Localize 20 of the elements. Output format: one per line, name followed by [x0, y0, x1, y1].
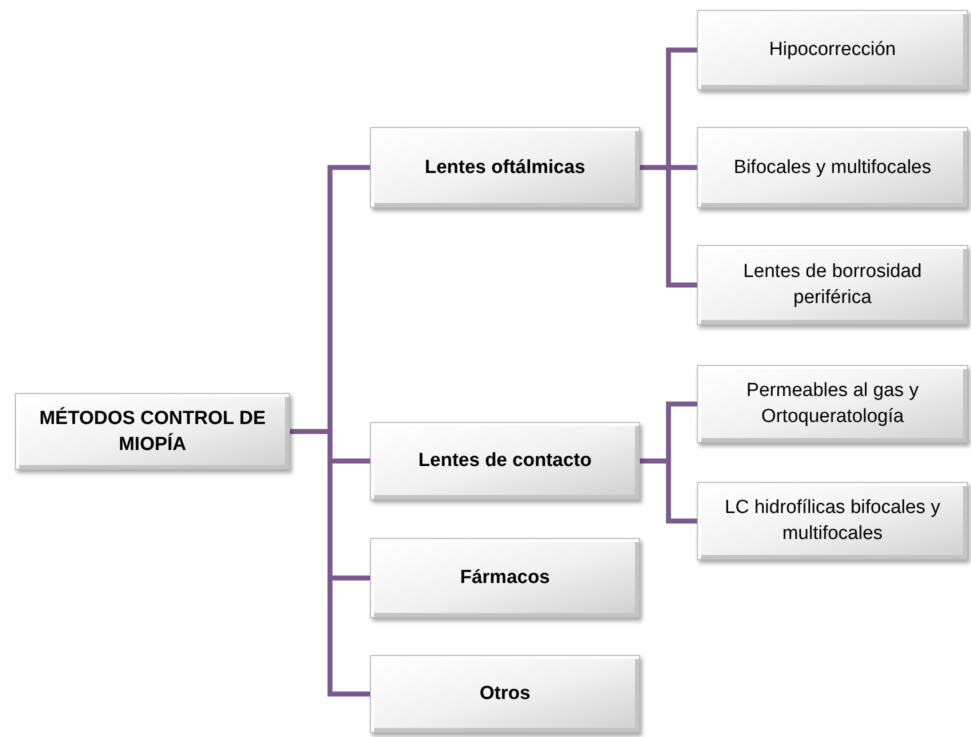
bevel-box	[370, 538, 640, 618]
bevel-box	[15, 393, 290, 470]
box-label: Otros	[480, 682, 530, 706]
box-label: Permeables al gas y Ortoqueratología	[745, 379, 920, 429]
box-label: Lentes oftálmicas	[424, 156, 586, 180]
bevel-box	[697, 482, 968, 560]
bevel-box	[697, 365, 968, 443]
box-label: Fármacos	[460, 566, 550, 590]
bevel-box	[697, 127, 968, 208]
bevel-box	[370, 127, 640, 208]
box-label: Lentes de borrosidad periférica	[742, 260, 923, 310]
box-label: Lentes de contacto	[418, 449, 592, 473]
bevel-box	[697, 10, 968, 90]
box-label: LC hidrofílicas bifocales y multifocales	[724, 496, 942, 546]
bevel-box	[697, 245, 968, 325]
box-label: Bifocales y multifocales	[734, 156, 932, 180]
box-label: MÉTODOS CONTROL DE MIOPÍA	[38, 406, 267, 456]
box-label: Hipocorrección	[769, 38, 896, 62]
bevel-box	[370, 422, 640, 500]
bevel-box	[370, 655, 640, 733]
